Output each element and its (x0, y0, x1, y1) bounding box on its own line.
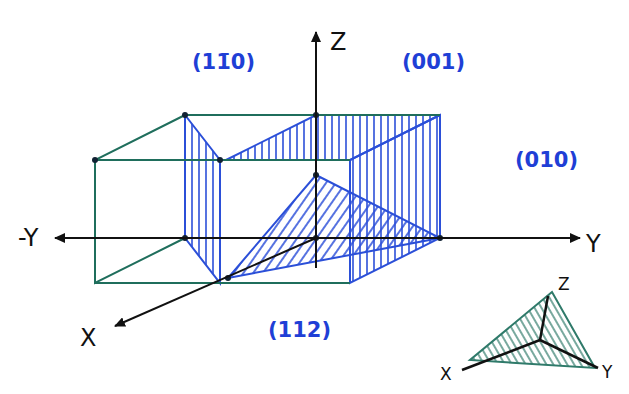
axis-label: Z (558, 276, 570, 293)
axis-label: Y (602, 364, 612, 381)
plane-label: (010) (515, 150, 578, 171)
axis-label: -Y (18, 226, 38, 250)
plane-label: (112) (268, 320, 331, 341)
axis-label: Z (330, 30, 346, 54)
axis-label: X (80, 326, 96, 350)
plane-label: (001) (402, 52, 465, 73)
axis-label: Y (586, 232, 601, 256)
axis-label: X (440, 366, 452, 383)
plane-label: (11̄0) (192, 52, 255, 73)
